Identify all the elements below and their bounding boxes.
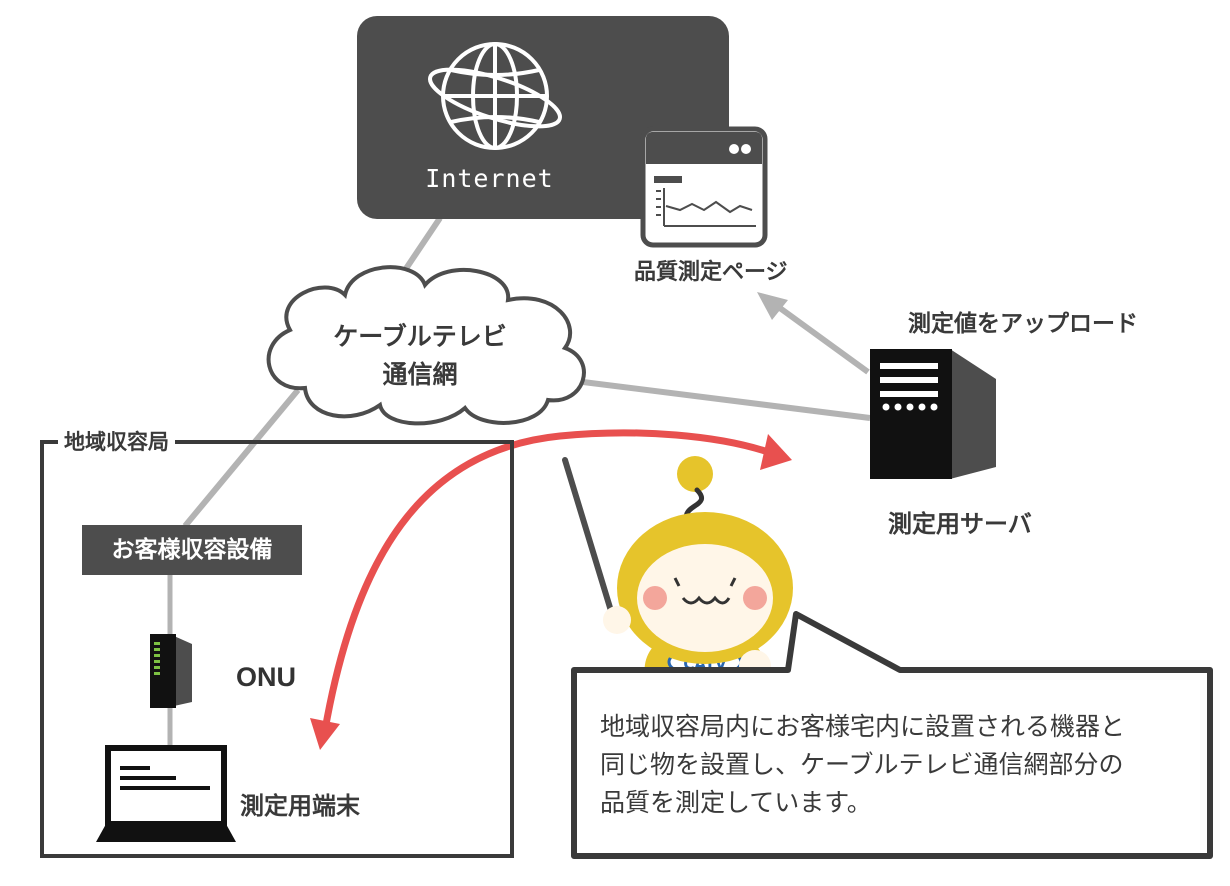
speech-line2: 同じ物を設置し、ケーブルテレビ通信網部分の bbox=[600, 750, 1124, 779]
measurement-arrow bbox=[310, 429, 792, 750]
cloud-to-equipment-line bbox=[182, 388, 301, 528]
regional-office-box bbox=[40, 440, 514, 858]
globe-icon bbox=[428, 42, 562, 150]
upload-label: 測定値をアップロード bbox=[908, 311, 1138, 337]
quality-page-window-icon bbox=[640, 126, 768, 248]
speech-line1: 地域収容局内にお客様宅内に設置される機器と bbox=[600, 712, 1126, 741]
cloud-label-line1: ケーブルテレビ bbox=[333, 322, 507, 351]
server-icon bbox=[870, 349, 996, 479]
speech-text: 地域収容局内にお客様宅内に設置される機器と 同じ物を設置し、ケーブルテレビ通信網… bbox=[600, 708, 1210, 822]
cloud-shape bbox=[266, 265, 586, 426]
upload-arrow bbox=[757, 292, 870, 375]
customer-equipment-box: お客様収容設備 bbox=[82, 525, 302, 575]
cloud-label-line2: 通信網 bbox=[382, 360, 458, 389]
laptop-icon bbox=[96, 745, 236, 842]
onu-device-icon bbox=[150, 634, 192, 708]
speech-line3: 品質を測定しています。 bbox=[600, 788, 872, 817]
server-label: 測定用サーバ bbox=[888, 510, 1032, 538]
quality-page-label: 品質測定ページ bbox=[634, 260, 788, 285]
speech-bubble bbox=[571, 611, 1213, 859]
terminal-label: 測定用端末 bbox=[240, 792, 360, 820]
regional-office-title: 地域収容局 bbox=[58, 426, 175, 456]
onu-label: ONU bbox=[236, 662, 296, 692]
cloud-to-server-line bbox=[574, 378, 871, 421]
internet-label: Internet bbox=[425, 164, 554, 193]
cloud-label: ケーブルテレビ 通信網 bbox=[300, 318, 540, 394]
